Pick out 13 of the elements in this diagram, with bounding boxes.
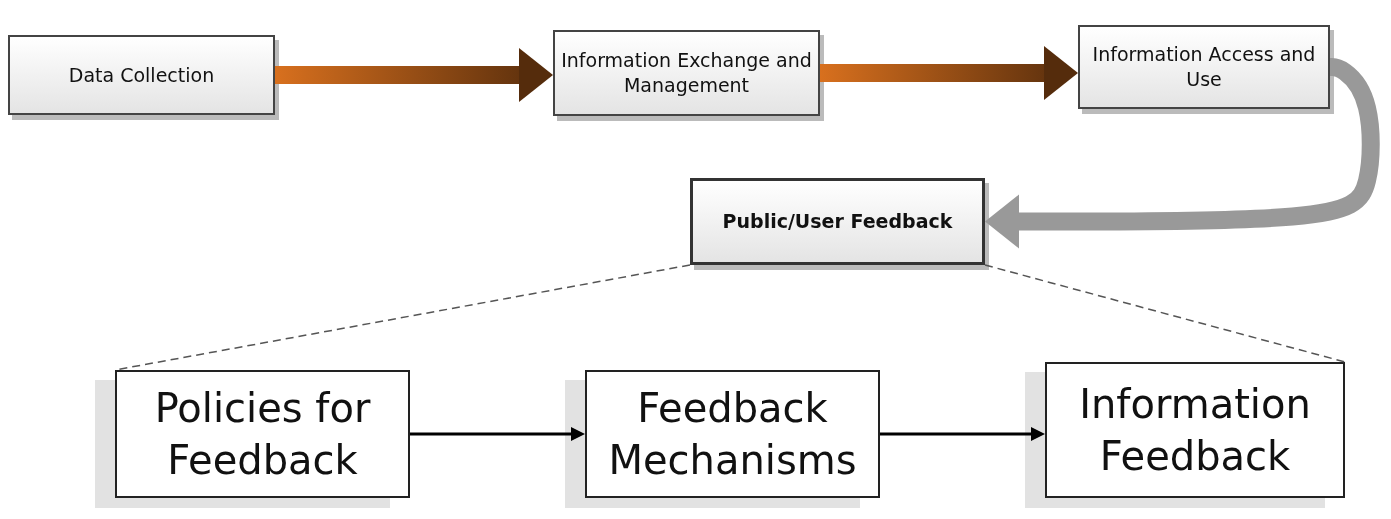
box-label: Information Exchange and Management xyxy=(560,48,813,98)
box-label: Feedback Mechanisms xyxy=(607,384,858,485)
arrow xyxy=(410,427,585,441)
box-label: Policies for Feedback xyxy=(153,384,372,485)
box-label: Data Collection xyxy=(67,62,216,88)
arrow xyxy=(880,427,1045,441)
dashed-line xyxy=(984,264,1346,363)
box-label: Public/User Feedback xyxy=(721,209,954,234)
box-label: Information Feedback xyxy=(1078,380,1312,481)
box-label: Information Access and Use xyxy=(1091,42,1317,92)
arrow xyxy=(275,48,553,102)
arrow xyxy=(820,46,1078,100)
arrow xyxy=(985,58,1380,249)
